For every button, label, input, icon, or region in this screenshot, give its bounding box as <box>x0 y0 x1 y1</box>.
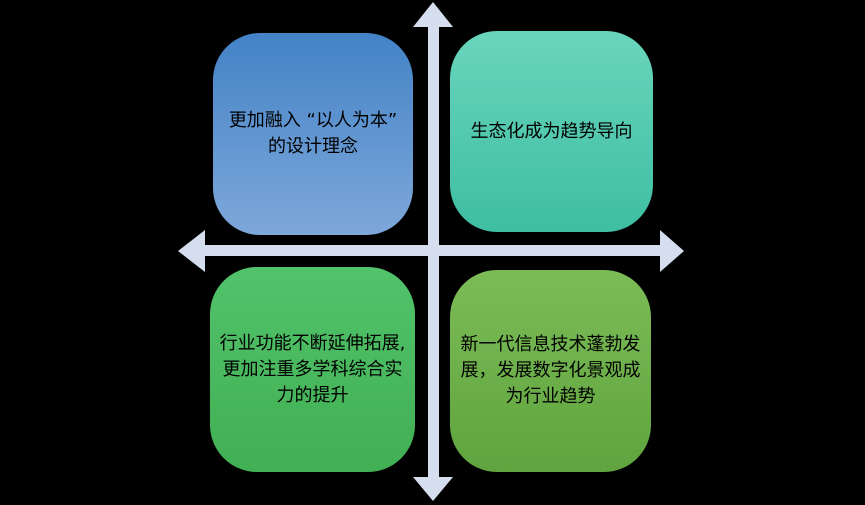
quadrant-label-bottom-left: 行业功能不断延伸拓展, 更加注重多学科综合实 力的提升 <box>219 332 406 406</box>
quadrant-label-bottom-right: 新一代信息技术蓬勃发 展，发展数字化景观成 为行业趋势 <box>460 334 641 407</box>
horizontal-axis-arrow <box>178 230 684 272</box>
quadrant-box-bottom-right: 新一代信息技术蓬勃发 展，发展数字化景观成 为行业趋势 <box>450 270 651 472</box>
quadrant-label-top-right: 生态化成为趋势导向 <box>470 120 633 142</box>
quadrant-box-top-right: 生态化成为趋势导向 <box>450 31 653 232</box>
quadrant-box-bottom-left: 行业功能不断延伸拓展, 更加注重多学科综合实 力的提升 <box>210 267 415 472</box>
quadrant-label-top-left: 更加融入 “以人为本” 的设计理念 <box>228 110 398 157</box>
quadrant-box-top-left: 更加融入 “以人为本” 的设计理念 <box>213 33 413 235</box>
